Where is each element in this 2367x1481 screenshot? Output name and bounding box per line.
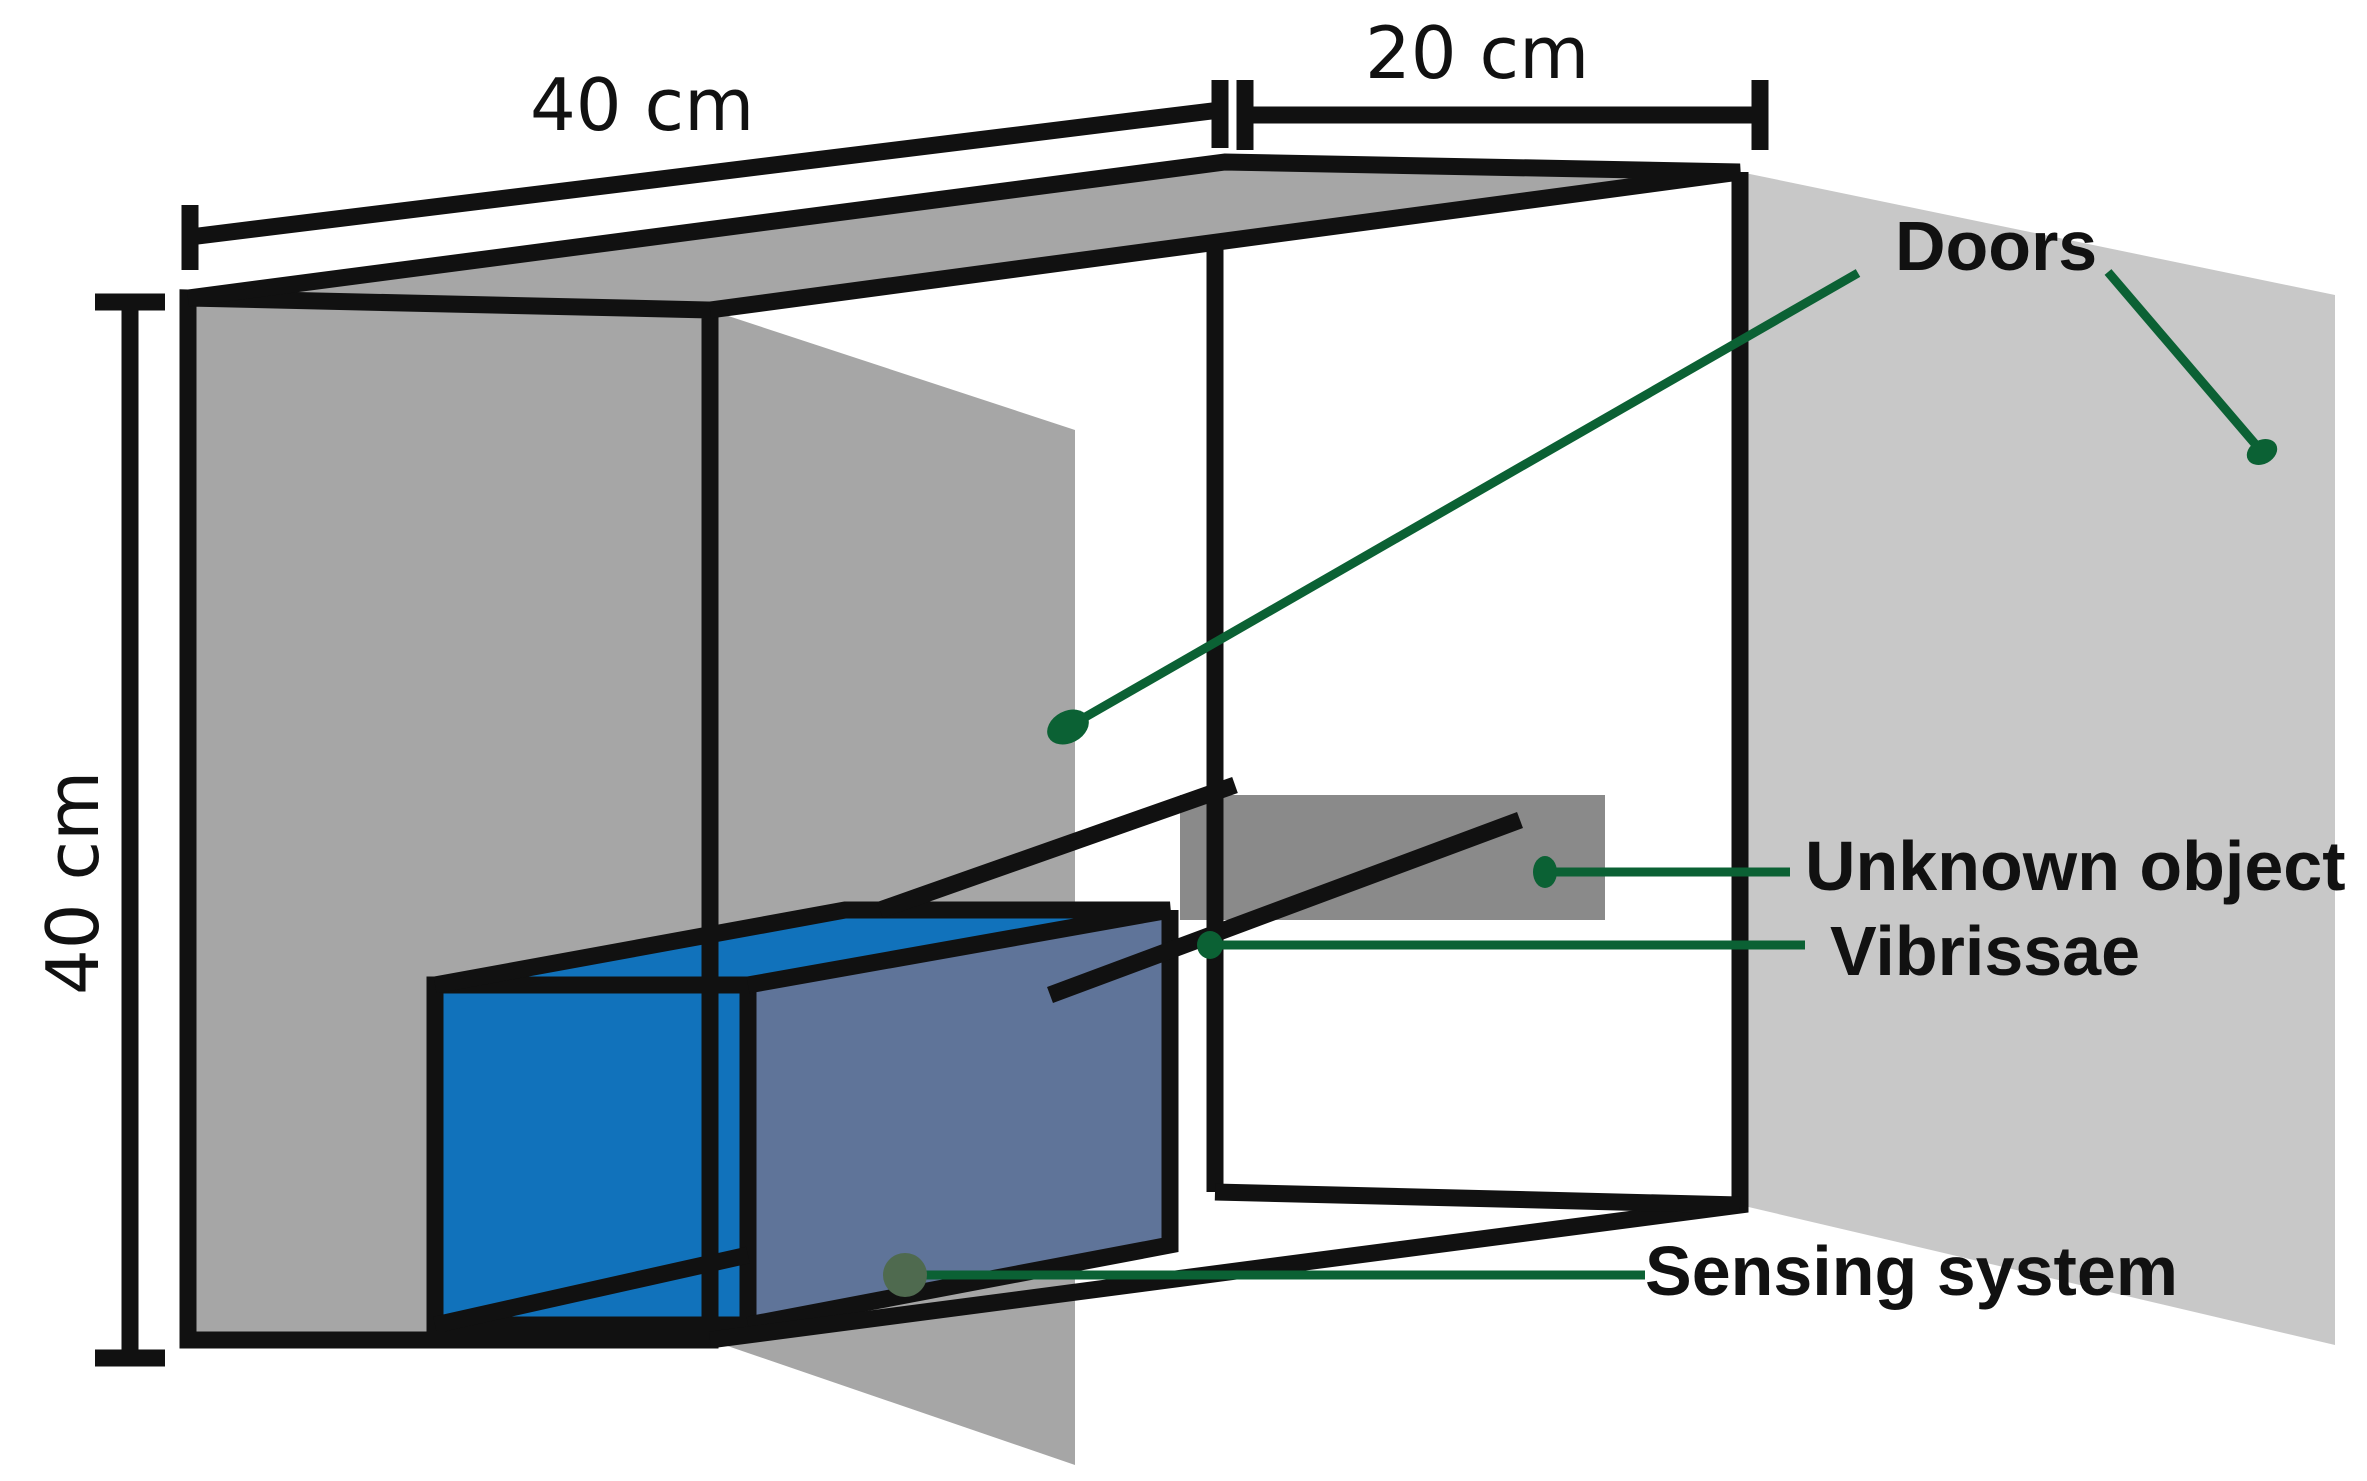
vibrissa-upper — [877, 776, 1238, 919]
unknown-object — [1180, 795, 1605, 920]
sensing-system-leader — [883, 1253, 1645, 1297]
sensing-system-label: Sensing system — [1645, 1232, 2178, 1310]
doors-leader-lines — [1047, 269, 2278, 745]
sensing-system-front-face — [748, 910, 1170, 1325]
vibrissae-label: Vibrissae — [1830, 912, 2140, 990]
height-dimension-line — [95, 293, 165, 1367]
arena-frame — [179, 153, 1749, 1349]
roof-panel — [188, 162, 1740, 310]
vibrissa-lower — [1047, 812, 1523, 1003]
width-dimension-line — [1236, 80, 1769, 150]
unknown-object-label: Unknown object — [1805, 827, 2346, 905]
unknown-object-leader — [1533, 856, 1790, 888]
doors-label: Doors — [1895, 207, 2097, 285]
vibrissae-leader — [1197, 931, 1805, 959]
door-right-panel — [1740, 172, 2335, 1345]
height-dimension-label: 40 cm — [31, 771, 115, 995]
depth-dimension-label: 40 cm — [530, 63, 754, 147]
width-dimension-label: 20 cm — [1365, 11, 1589, 95]
depth-dimension-line — [181, 80, 1229, 270]
sensing-system-outline — [426, 901, 1179, 1334]
